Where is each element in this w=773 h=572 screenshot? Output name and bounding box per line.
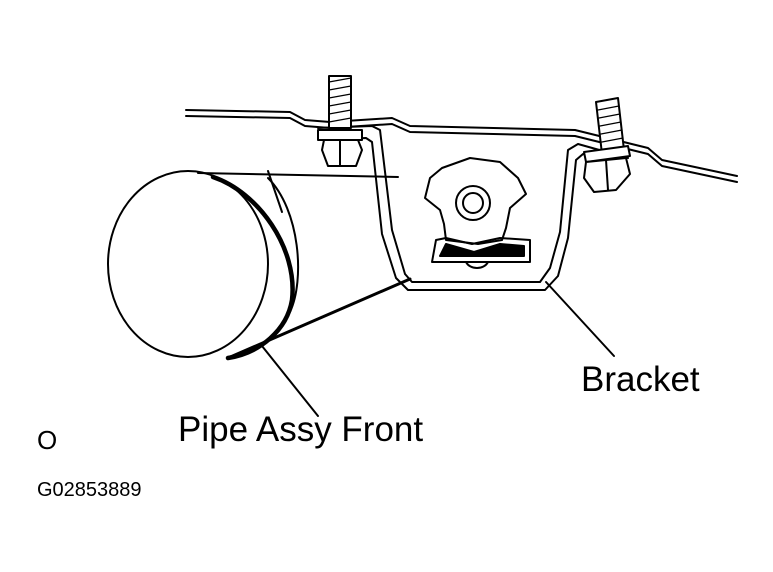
bracket-leader-line <box>545 281 615 357</box>
view-marker-label: O <box>37 425 58 455</box>
bracket-label: Bracket <box>581 360 700 399</box>
pipe-leader-line <box>261 345 319 417</box>
bracket <box>317 125 629 291</box>
floor-panel <box>185 109 738 183</box>
figure-code-label: G02853889 <box>37 479 142 501</box>
bolt-left <box>317 75 363 167</box>
rubber-insulator <box>424 157 531 269</box>
pipe-assy-front <box>107 170 412 361</box>
bolt-right <box>583 97 631 193</box>
pipe-assy-front-label: Pipe Assy Front <box>178 410 424 449</box>
